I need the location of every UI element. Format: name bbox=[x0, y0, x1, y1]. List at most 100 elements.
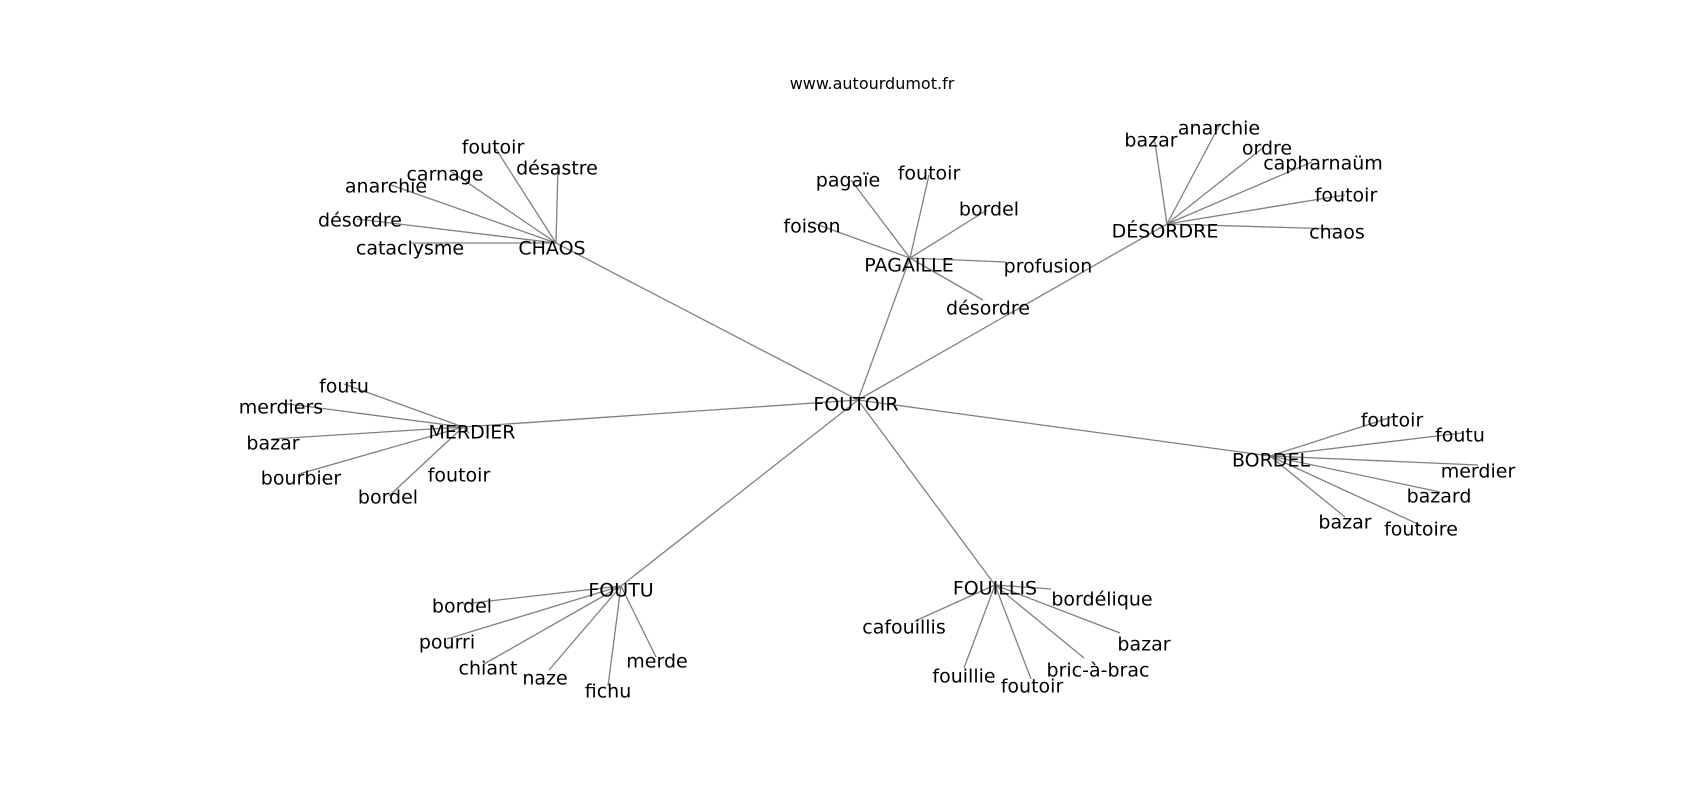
leaf-node-fouillis-foutoir: foutoir bbox=[1001, 676, 1064, 698]
leaf-node-pagaille-bordel: bordel bbox=[959, 199, 1019, 221]
leaf-node-bordel-foutu: foutu bbox=[1435, 425, 1485, 447]
hub-node-desordre: DÉSORDRE bbox=[1112, 220, 1219, 243]
leaf-node-pagaille-foutoir: foutoir bbox=[898, 163, 961, 185]
leaf-node-foutu-bordel: bordel bbox=[432, 596, 492, 618]
edge-fouillis-fouillie bbox=[963, 584, 996, 669]
edge-center-foutu bbox=[620, 399, 859, 587]
source-credit: www.autourdumot.fr bbox=[790, 74, 955, 93]
hub-node-merdier: MERDIER bbox=[428, 422, 515, 444]
edge-pagaille-desordre bbox=[909, 257, 984, 301]
leaf-node-fouillis-bazar: bazar bbox=[1117, 634, 1170, 656]
edge-pagaille-pagaie bbox=[850, 179, 911, 259]
edge-desordre-bazar bbox=[1153, 135, 1168, 225]
leaf-node-desordre-capharnaum: capharnaüm bbox=[1263, 153, 1383, 175]
leaf-node-desordre-chaos: chaos bbox=[1309, 222, 1365, 244]
edge-merdier-bourbier bbox=[298, 426, 464, 475]
hub-node-pagaille: PAGAILLE bbox=[864, 255, 953, 277]
edge-chaos-carnage bbox=[451, 171, 557, 244]
edge-merdier-bordel bbox=[388, 426, 464, 497]
edge-merdier-foutu bbox=[343, 383, 464, 428]
hub-node-chaos: CHAOS bbox=[518, 238, 585, 260]
edge-fouillis-foutoir bbox=[994, 584, 1032, 680]
leaf-node-fouillis-cafouillis: cafouillis bbox=[862, 617, 945, 639]
leaf-node-desordre-ordre: ordre bbox=[1242, 138, 1292, 160]
edge-foutu-pourri bbox=[446, 585, 622, 640]
edge-pagaille-foutoir bbox=[909, 174, 930, 259]
edge-center-bordel bbox=[857, 399, 1271, 457]
leaf-node-chaos-cataclysme: cataclysme bbox=[356, 238, 464, 260]
leaf-node-bordel-foutoire: foutoire bbox=[1384, 519, 1458, 541]
center-node-label: FOUTOIR bbox=[813, 394, 898, 416]
edge-bordel-foutoir bbox=[1269, 416, 1393, 457]
edge-fouillis-bordelique bbox=[994, 584, 1052, 590]
edge-bordel-foutoire bbox=[1269, 455, 1421, 526]
leaf-node-merdier-foutoir: foutoir bbox=[428, 465, 491, 487]
edge-fouillis-bazar bbox=[994, 584, 1121, 634]
edge-foutu-merde bbox=[620, 585, 657, 658]
leaf-node-bordel-merdier: merdier bbox=[1441, 461, 1516, 483]
leaf-node-bordel-bazar: bazar bbox=[1318, 512, 1371, 534]
leaf-node-foutu-fichu: fichu bbox=[585, 681, 632, 703]
edge-fouillis-cafouillis bbox=[914, 584, 996, 622]
edge-bordel-foutu bbox=[1269, 432, 1463, 457]
edge-center-pagaille bbox=[857, 257, 911, 401]
leaf-node-desordre-anarchie: anarchie bbox=[1178, 118, 1260, 140]
leaf-node-chaos-anarchie: anarchie bbox=[345, 176, 427, 198]
leaf-node-fouillis-fouillie: fouillie bbox=[932, 666, 995, 688]
leaf-node-foutu-naze: naze bbox=[522, 668, 567, 690]
leaf-node-chaos-desordre: désordre bbox=[318, 210, 402, 232]
leaf-node-pagaille-profusion: profusion bbox=[1004, 256, 1093, 278]
edge-foutu-bordel bbox=[462, 585, 622, 605]
leaf-node-merdier-bordel: bordel bbox=[358, 487, 418, 509]
leaf-node-fouillis-bordelique: bordélique bbox=[1051, 589, 1152, 611]
edge-pagaille-profusion bbox=[909, 257, 1006, 263]
hub-node-bordel: BORDEL bbox=[1232, 450, 1310, 472]
leaf-node-merdier-merdiers: merdiers bbox=[239, 397, 323, 419]
leaf-node-bordel-foutoir: foutoir bbox=[1361, 410, 1424, 432]
edge-bordel-bazard bbox=[1269, 455, 1441, 493]
edge-merdier-merdiers bbox=[280, 402, 464, 428]
leaf-node-pagaille-pagaie: pagaïe bbox=[816, 170, 880, 192]
edge-foutu-fichu bbox=[607, 585, 622, 687]
edge-center-merdier bbox=[462, 399, 859, 428]
edge-desordre-foutoir bbox=[1166, 194, 1346, 225]
edge-desordre-chaos bbox=[1166, 223, 1338, 230]
edge-merdier-bazar bbox=[271, 426, 464, 440]
leaf-node-chaos-carnage: carnage bbox=[406, 164, 483, 186]
leaf-node-foutu-pourri: pourri bbox=[419, 632, 475, 654]
edge-center-chaos bbox=[555, 242, 859, 401]
leaf-node-bordel-bazard: bazard bbox=[1407, 486, 1472, 508]
leaf-node-desordre-bazar: bazar bbox=[1124, 130, 1177, 152]
edge-desordre-anarchie bbox=[1166, 123, 1221, 225]
leaf-node-merdier-bourbier: bourbier bbox=[261, 468, 342, 490]
leaf-node-fouillis-bric-a-brac: bric-à-brac bbox=[1047, 660, 1150, 682]
leaf-node-merdier-foutu: foutu bbox=[319, 376, 369, 398]
edge-desordre-ordre bbox=[1166, 146, 1265, 225]
leaf-node-foutu-merde: merde bbox=[626, 651, 687, 673]
edge-center-desordre bbox=[857, 223, 1168, 401]
graph-edges bbox=[271, 123, 1479, 687]
edge-pagaille-foison bbox=[812, 222, 911, 259]
edge-desordre-capharnaum bbox=[1166, 161, 1313, 225]
edge-chaos-desordre bbox=[356, 218, 557, 244]
edge-chaos-anarchie bbox=[390, 184, 557, 244]
edge-chaos-foutoir bbox=[493, 145, 557, 244]
edge-chaos-desastre bbox=[555, 166, 559, 244]
leaf-node-foutu-chiant: chiant bbox=[459, 658, 518, 680]
leaf-node-merdier-bazar: bazar bbox=[246, 433, 299, 455]
edge-center-fouillis bbox=[857, 399, 996, 586]
leaf-node-chaos-desastre: désastre bbox=[516, 158, 598, 180]
leaf-node-desordre-foutoir: foutoir bbox=[1315, 185, 1378, 207]
leaf-node-pagaille-desordre: désordre bbox=[946, 298, 1030, 320]
leaf-node-chaos-foutoir: foutoir bbox=[462, 137, 525, 159]
hub-node-fouillis: FOUILLIS bbox=[953, 578, 1037, 600]
edge-pagaille-bordel bbox=[909, 209, 988, 259]
edge-foutu-chiant bbox=[483, 585, 622, 665]
hub-node-foutu: FOUTU bbox=[588, 580, 653, 602]
edge-bordel-bazar bbox=[1269, 455, 1346, 518]
edge-foutu-naze bbox=[548, 585, 622, 671]
edge-bordel-merdier bbox=[1269, 455, 1479, 466]
edge-merdier-foutoir bbox=[462, 426, 470, 434]
